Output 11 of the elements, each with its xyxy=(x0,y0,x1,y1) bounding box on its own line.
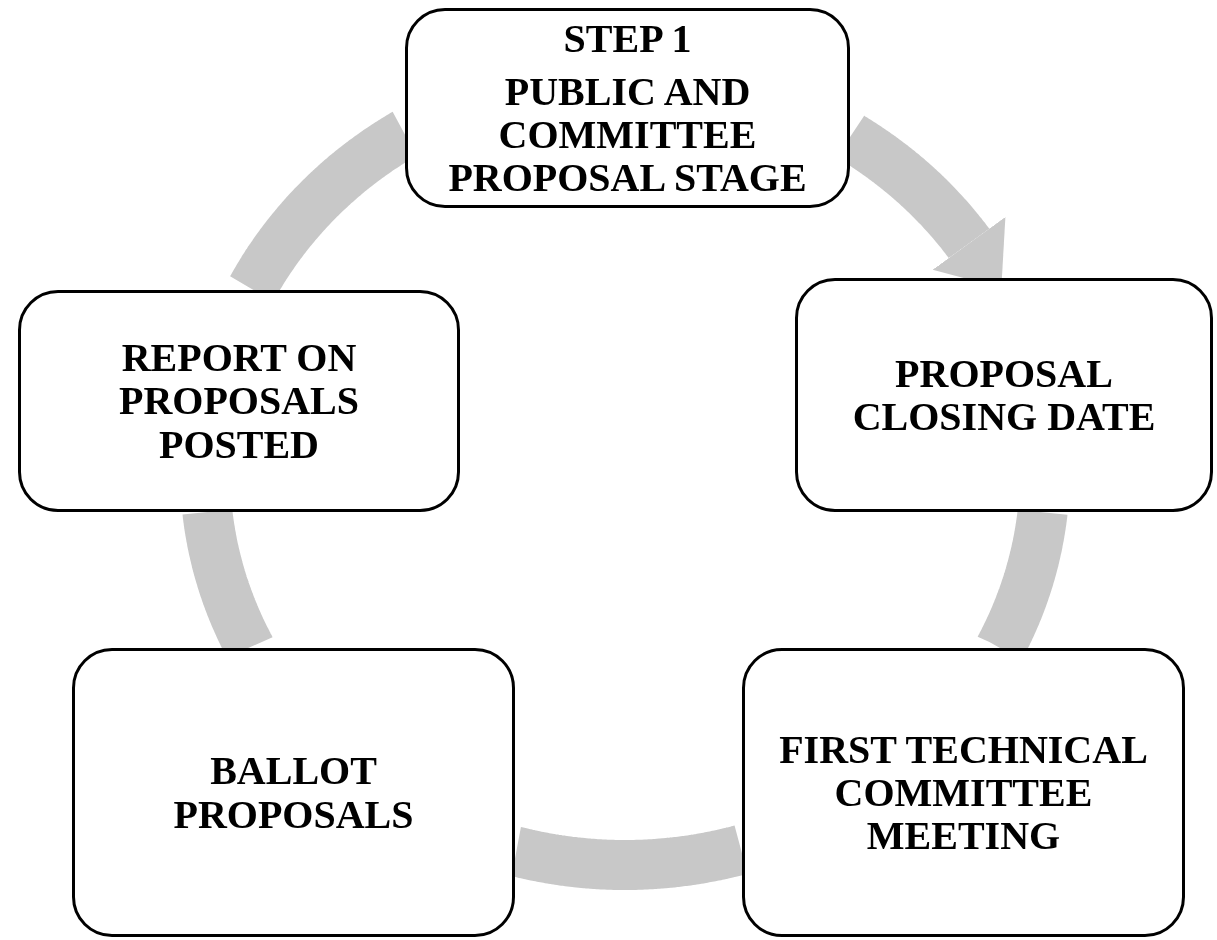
rounded-box xyxy=(795,278,1213,512)
step-label: PROPOSAL CLOSING DATE xyxy=(851,351,1157,439)
rounded-box xyxy=(405,8,850,208)
step-label: BALLOT PROPOSALS xyxy=(172,749,415,836)
rounded-box xyxy=(18,290,460,512)
step-heading: STEP 1 xyxy=(563,16,692,60)
rounded-box xyxy=(72,648,515,937)
rounded-box xyxy=(742,648,1185,937)
step-label: FIRST TECHNICAL COMMITTEE MEETING xyxy=(778,727,1149,858)
step-label: REPORT ON PROPOSALS POSTED xyxy=(117,336,360,466)
step-label: PUBLIC AND COMMITTEE PROPOSAL STAGE xyxy=(447,69,808,200)
